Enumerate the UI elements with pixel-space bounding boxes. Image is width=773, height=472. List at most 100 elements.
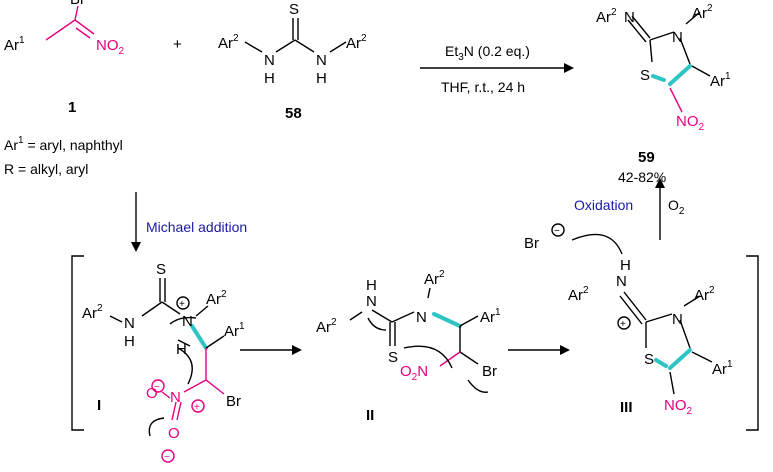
bond-new: [432, 312, 462, 328]
electron-arrow: [177, 347, 193, 385]
atom-ar: Ar1: [4, 35, 25, 54]
electron-arrow: [367, 317, 387, 331]
oxidation-step: Oxidation O2: [574, 178, 685, 240]
atom-n: N: [616, 273, 627, 290]
charge-plus: [176, 296, 190, 310]
reagent-o2: O2: [668, 197, 685, 217]
atom-br: Br: [70, 0, 85, 8]
atom-n: N: [672, 311, 683, 328]
electron-arrow: [467, 379, 489, 393]
bond: [176, 401, 182, 421]
atom-h: H: [366, 277, 377, 294]
bond: [669, 87, 683, 113]
arrow-head: [560, 345, 570, 355]
bond: [171, 401, 177, 421]
atom-h: H: [124, 333, 135, 350]
atom-n: N: [182, 313, 193, 330]
bond: [627, 19, 647, 43]
electron-arrow: [148, 417, 165, 437]
atom-no2: O2N: [400, 363, 428, 383]
bond: [619, 295, 643, 325]
curved-arrows: [148, 233, 623, 437]
bond-new: [651, 74, 666, 82]
intermediate-label-iii: III: [620, 399, 633, 416]
bond: [391, 311, 415, 323]
bond: [141, 301, 163, 317]
bond-new: [654, 358, 668, 368]
note-r: R = alkyl, aryl: [4, 161, 88, 177]
step-label-oxidation: Oxidation: [574, 197, 633, 213]
atom-s: S: [156, 261, 166, 278]
intermediate-label-ii: II: [366, 407, 374, 424]
bond: [75, 27, 91, 39]
atom-ar: Ar2: [316, 317, 337, 336]
atom-n: N: [366, 293, 377, 310]
bond: [649, 31, 675, 41]
bond-new: [668, 348, 692, 370]
bond: [691, 65, 711, 77]
reactant-1: Ar1 Br NO2 1 Ar1 = aryl, naphthyl R = al…: [4, 0, 125, 177]
condition-base: Et3N (0.2 eq.): [445, 43, 530, 63]
charge-minus: [551, 223, 565, 237]
bond: [205, 335, 225, 349]
charge-plus-sign: +: [179, 299, 185, 310]
bond: [685, 11, 701, 25]
intermediate-i: S N H N H Ar2 Ar2 Ar1 N O O Br I: [82, 261, 245, 442]
bond: [669, 371, 675, 395]
atom-ar: Ar2: [694, 285, 715, 304]
atom-ar: Ar2: [424, 269, 445, 288]
atom-h: H: [620, 257, 631, 274]
bond: [161, 301, 181, 315]
charge-minus: [161, 449, 175, 463]
step-label-michael: Michael addition: [146, 219, 247, 235]
bond: [275, 39, 296, 53]
atom-s: S: [388, 349, 398, 366]
atom-ar: Ar1: [710, 71, 731, 90]
bond: [45, 19, 76, 41]
bond-new: [190, 324, 208, 350]
plus-sign: +: [173, 36, 182, 53]
atom-h: H: [264, 70, 275, 87]
atom-ar: Ar2: [692, 3, 713, 22]
atom-s: S: [644, 351, 654, 368]
atom-o: O: [168, 425, 180, 442]
reaction-arrow: Et3N (0.2 eq.) THF, r.t., 24 h: [420, 43, 574, 95]
bond: [649, 39, 653, 63]
bond: [439, 351, 461, 367]
atom-br: Br: [226, 393, 241, 410]
electron-arrow: [403, 345, 453, 369]
atom-n: N: [672, 29, 683, 46]
atom-no2: NO2: [96, 37, 125, 57]
compound-label-59: 59: [638, 149, 655, 166]
atom-br: Br: [482, 363, 497, 380]
bond: [623, 291, 647, 321]
bond: [74, 5, 79, 21]
bond: [329, 41, 347, 53]
atom-o: O: [146, 385, 158, 402]
bond: [161, 391, 171, 399]
atom-h: H: [316, 70, 327, 87]
bond: [645, 313, 673, 323]
michael-step: Michael addition: [131, 192, 247, 252]
bond-new: [668, 64, 692, 86]
charge-minus-sign: −: [154, 382, 160, 393]
arrow-head: [655, 178, 665, 188]
bond: [683, 295, 701, 307]
atom-ar: Ar2: [218, 33, 239, 52]
intermediate-ii: N H N S Ar2 Ar2 Ar1 O2N Br II: [316, 269, 501, 424]
bond: [679, 319, 691, 349]
note-ar1: Ar1 = aryl, naphthyl: [4, 135, 123, 153]
atom-no2: NO2: [676, 113, 705, 133]
bond: [427, 287, 431, 299]
atom-ar: Ar2: [82, 303, 103, 322]
compound-label-58: 58: [285, 105, 302, 122]
bond: [183, 379, 207, 393]
atom-n: N: [416, 309, 427, 326]
product-59: Ar2 N N Ar2 S Ar1 NO2 59 42-82%: [596, 3, 731, 185]
atom-ar: Ar2: [206, 289, 227, 308]
bond: [631, 15, 651, 39]
left-bracket: [71, 255, 84, 431]
bond: [74, 19, 95, 35]
electron-arrow: [571, 233, 623, 255]
bond: [195, 305, 209, 317]
